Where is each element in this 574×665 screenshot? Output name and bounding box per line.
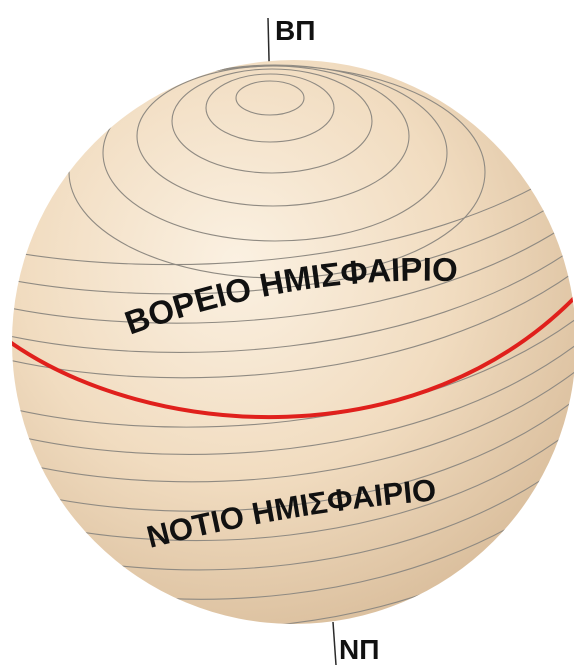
south-pole-axis bbox=[332, 621, 337, 665]
latitude-line bbox=[12, 267, 574, 379]
latitude-line bbox=[12, 315, 574, 428]
north-pole-label: ΒΠ bbox=[275, 15, 315, 46]
latitude-line bbox=[12, 187, 574, 295]
south-pole-label: ΝΠ bbox=[339, 634, 379, 665]
latitude-line bbox=[12, 395, 574, 512]
latitude-line bbox=[171, 68, 373, 174]
latitude-line bbox=[12, 341, 574, 455]
latitude-line bbox=[12, 367, 574, 483]
latitude-line bbox=[12, 159, 574, 266]
latitude-line bbox=[235, 80, 305, 116]
latitude-line bbox=[102, 64, 448, 242]
sphere bbox=[12, 60, 574, 624]
latitude-line bbox=[12, 243, 574, 354]
latitude-line bbox=[12, 215, 574, 324]
latitude-line bbox=[205, 73, 335, 143]
equator-line bbox=[12, 290, 574, 420]
